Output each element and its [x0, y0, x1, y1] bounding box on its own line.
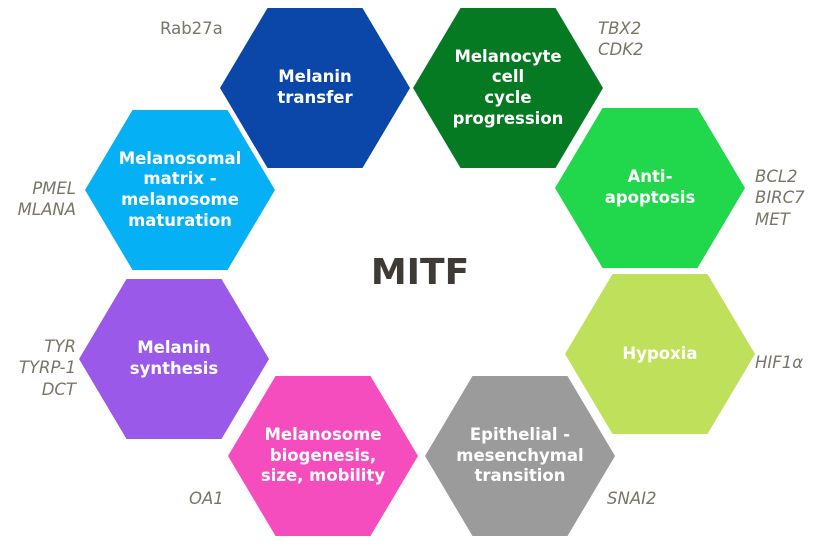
gene-label-tyr-tyrp1-dct: TYR TYRP-1 DCT: [18, 337, 76, 399]
hexagon-epithelial-mesenchymal-transition: Epithelial - mesenchymal transition: [425, 376, 615, 536]
hexagon-label: Melanosomal matrix - melanosome maturati…: [118, 148, 242, 230]
center-title-mitf: MITF: [370, 252, 470, 293]
gene-label-bcl2-birc7-met: BCL2 BIRC7 MET: [755, 167, 805, 229]
hexagon-melanin-transfer: Melanin transfer: [220, 8, 410, 168]
hexagon-label: Melanin synthesis: [129, 338, 219, 378]
hexagon-label: Anti- apoptosis: [604, 167, 696, 207]
hexagon-label: Melanocyte cell cycle progression: [452, 46, 564, 128]
hexagon-melanosome-biogenesis: Melanosome biogenesis, size, mobility: [228, 376, 418, 536]
hexagon-label: Hypoxia: [622, 343, 698, 363]
gene-label-hif1a: HIF1α: [755, 353, 804, 372]
hexagon-melanocyte-cell-cycle: Melanocyte cell cycle progression: [413, 8, 603, 168]
gene-label-pmel-mlana: PMEL MLANA: [17, 179, 76, 220]
gene-label-oa1: OA1: [189, 489, 224, 508]
hexagon-label: Epithelial - mesenchymal transition: [456, 425, 584, 486]
gene-label-snai2: SNAI2: [607, 489, 657, 508]
hexagon-label: Melanosome biogenesis, size, mobility: [260, 425, 386, 486]
hexagon-hypoxia: Hypoxia: [565, 274, 755, 434]
gene-label-tbx2-cdk2: TBX2 CDK2: [598, 19, 644, 60]
hexagon-melanosomal-matrix: Melanosomal matrix - melanosome maturati…: [85, 110, 275, 270]
hexagon-melanin-synthesis: Melanin synthesis: [79, 279, 269, 439]
hexagon-label: Melanin transfer: [277, 67, 353, 107]
hexagon-anti-apoptosis: Anti- apoptosis: [555, 108, 745, 268]
gene-label-rab27a: Rab27a: [160, 19, 223, 38]
